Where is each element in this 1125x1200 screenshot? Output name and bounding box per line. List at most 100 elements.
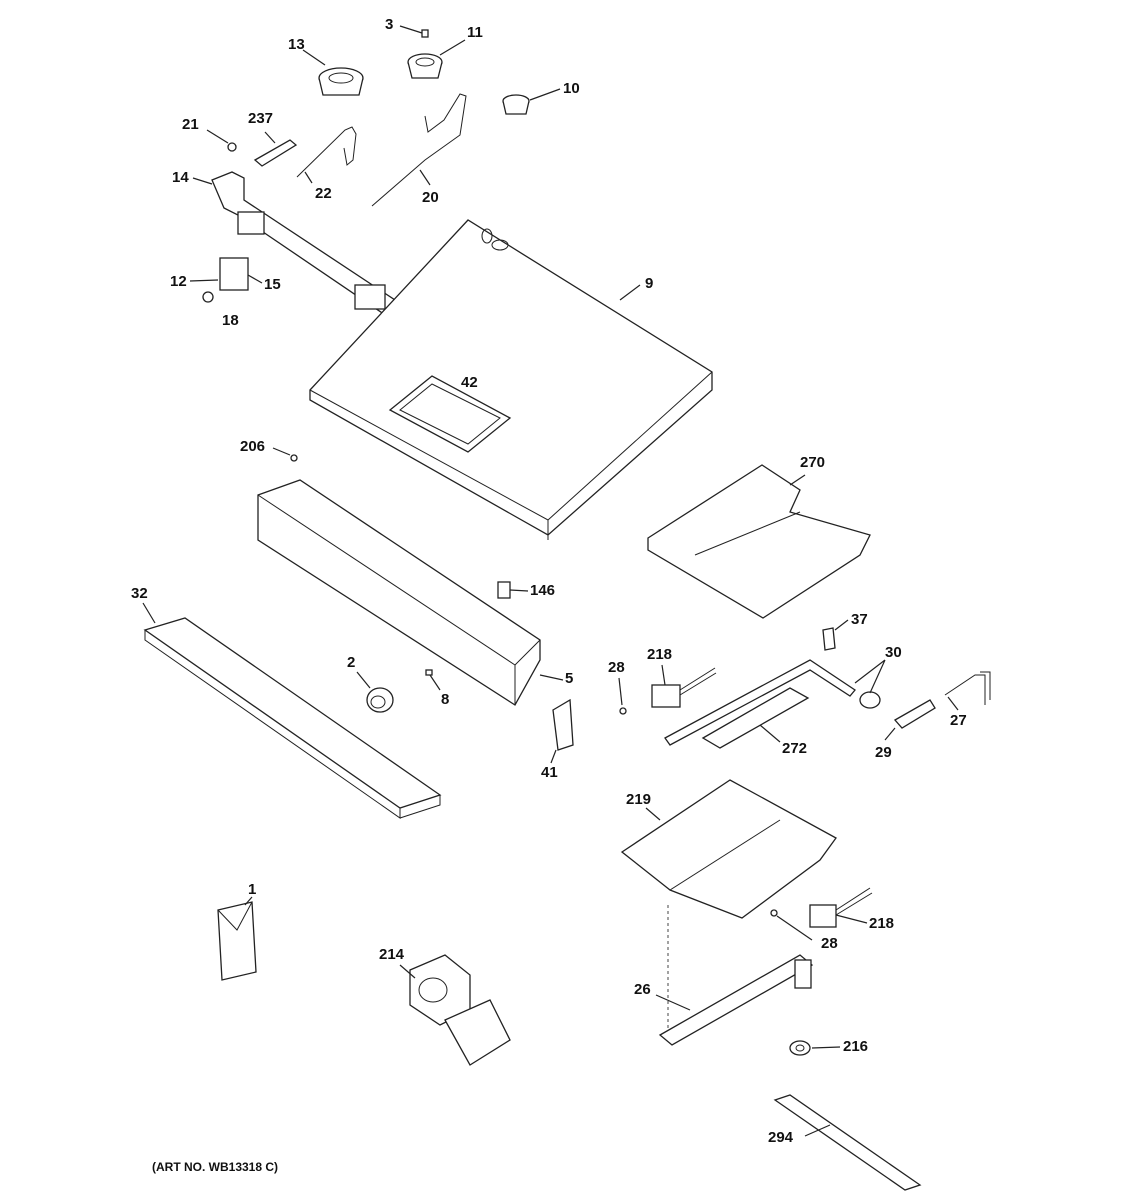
control-panel-32[interactable] xyxy=(143,617,442,819)
shield-270[interactable] xyxy=(647,464,871,619)
screw-206[interactable] xyxy=(290,454,298,462)
callout-219[interactable]: 219 xyxy=(626,791,652,808)
leader-37 xyxy=(834,619,849,631)
callout-237[interactable]: 237 xyxy=(248,110,274,127)
leader-14 xyxy=(192,177,213,185)
manifold-panel-5[interactable] xyxy=(257,479,541,706)
igniter-218-upper[interactable] xyxy=(651,667,717,708)
callout-218-lower[interactable]: 218 xyxy=(869,915,895,932)
callout-2[interactable]: 2 xyxy=(347,654,356,671)
burner-head-10[interactable] xyxy=(502,94,530,115)
callout-206[interactable]: 206 xyxy=(240,438,266,455)
fitting-29[interactable] xyxy=(893,699,936,729)
leader-270 xyxy=(789,474,806,486)
clip-146[interactable] xyxy=(497,581,511,599)
callout-13[interactable]: 13 xyxy=(288,36,305,53)
callout-272[interactable]: 272 xyxy=(782,740,808,757)
callout-218-upper[interactable]: 218 xyxy=(647,646,673,663)
callout-21[interactable]: 21 xyxy=(182,116,199,133)
leader-218a xyxy=(661,664,666,686)
callout-26[interactable]: 26 xyxy=(634,981,651,998)
leader-22 xyxy=(304,171,313,184)
orifice-holder-30[interactable] xyxy=(859,691,881,709)
screw-8[interactable] xyxy=(425,669,433,676)
part-21[interactable] xyxy=(227,142,237,152)
baffle-272[interactable] xyxy=(701,687,810,749)
leader-28b xyxy=(776,915,813,941)
valve-bracket-15[interactable] xyxy=(219,257,249,291)
burner-26[interactable] xyxy=(658,954,814,1046)
leader-28a xyxy=(618,677,623,706)
callout-18[interactable]: 18 xyxy=(222,312,239,329)
leader-219 xyxy=(645,807,661,821)
callout-28-upper[interactable]: 28 xyxy=(608,659,625,676)
literature-envelope-1[interactable] xyxy=(217,901,257,981)
screw-28-upper[interactable] xyxy=(619,707,627,715)
tube-27[interactable] xyxy=(944,671,991,705)
callout-146[interactable]: 146 xyxy=(530,582,556,599)
nut-18[interactable] xyxy=(202,291,214,303)
leader-29 xyxy=(884,727,896,741)
knob-2[interactable] xyxy=(366,687,394,713)
burner-head-13[interactable] xyxy=(318,67,364,96)
callout-294[interactable]: 294 xyxy=(768,1129,794,1146)
callout-30[interactable]: 30 xyxy=(885,644,902,661)
art-number-caption: (ART NO. WB13318 C) xyxy=(152,1160,279,1174)
leader-11 xyxy=(439,39,466,56)
leader-9 xyxy=(619,284,641,301)
tube-22[interactable] xyxy=(296,126,357,178)
tube-20[interactable] xyxy=(371,93,467,207)
callout-12[interactable]: 12 xyxy=(170,273,187,290)
callout-29[interactable]: 29 xyxy=(875,744,892,761)
leader-8 xyxy=(429,674,441,691)
callout-42[interactable]: 42 xyxy=(461,374,478,391)
opening-42[interactable] xyxy=(388,375,512,453)
callout-11[interactable]: 11 xyxy=(467,24,483,41)
screw-3[interactable] xyxy=(421,29,429,38)
burner-tube-upper[interactable] xyxy=(664,659,856,746)
igniter-218-lower[interactable] xyxy=(809,887,873,928)
callout-14[interactable]: 14 xyxy=(172,169,189,186)
screw-28-lower[interactable] xyxy=(770,909,778,917)
leader-41 xyxy=(550,749,557,764)
leader-2 xyxy=(356,671,371,689)
manifold-14[interactable] xyxy=(211,171,406,326)
leader-26 xyxy=(655,994,691,1011)
side-trim-41[interactable] xyxy=(552,698,574,751)
leader-206 xyxy=(272,447,291,456)
burner-box-9[interactable] xyxy=(309,219,713,540)
leader-218b xyxy=(835,914,868,924)
leader-12 xyxy=(189,279,219,282)
leader-214 xyxy=(399,964,416,979)
gas-valve-214[interactable] xyxy=(409,954,511,1066)
callout-22[interactable]: 22 xyxy=(315,185,332,202)
leader-5 xyxy=(539,674,564,681)
callout-28-lower[interactable]: 28 xyxy=(821,935,838,952)
callout-37[interactable]: 37 xyxy=(851,611,868,628)
burner-head-11[interactable] xyxy=(407,53,443,79)
leader-146 xyxy=(509,589,529,592)
callout-27[interactable]: 27 xyxy=(950,712,967,729)
callout-9[interactable]: 9 xyxy=(645,275,654,292)
bracket-37[interactable] xyxy=(822,627,836,651)
leader-216 xyxy=(811,1046,841,1049)
callout-216[interactable]: 216 xyxy=(843,1038,869,1055)
callout-5[interactable]: 5 xyxy=(565,670,574,687)
fitting-237[interactable] xyxy=(253,139,298,167)
shield-219[interactable] xyxy=(620,779,837,919)
callout-32[interactable]: 32 xyxy=(131,585,148,602)
callout-20[interactable]: 20 xyxy=(422,189,439,206)
callout-1[interactable]: 1 xyxy=(248,881,257,898)
callout-8[interactable]: 8 xyxy=(441,691,450,708)
leader-21 xyxy=(206,129,229,144)
callout-41[interactable]: 41 xyxy=(541,764,558,781)
bracket-294[interactable] xyxy=(773,1094,922,1191)
leader-30 xyxy=(854,659,886,694)
callout-10[interactable]: 10 xyxy=(563,80,580,97)
callout-15[interactable]: 15 xyxy=(264,276,281,293)
nut-216[interactable] xyxy=(789,1040,811,1056)
callout-3[interactable]: 3 xyxy=(385,16,394,33)
callout-270[interactable]: 270 xyxy=(800,454,826,471)
callout-214[interactable]: 214 xyxy=(379,946,405,963)
